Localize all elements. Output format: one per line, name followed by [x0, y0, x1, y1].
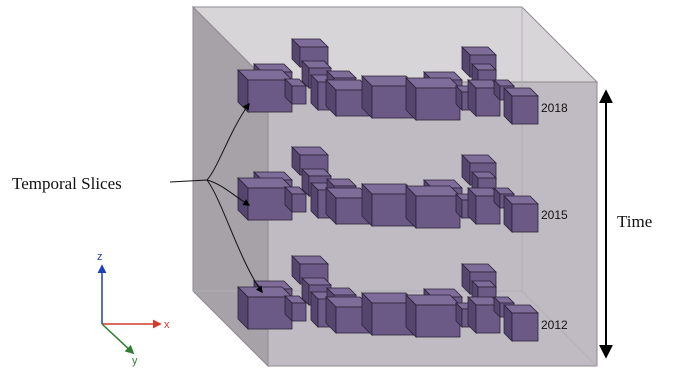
slice-block: [503, 304, 539, 342]
temporal-slice-2015: [237, 146, 539, 233]
slice-block: [237, 69, 293, 113]
z-axis-label: z: [97, 251, 103, 263]
slice-block: [284, 78, 307, 105]
pointer-arrow-2018: [169, 102, 250, 183]
temporal-slice-2012: [237, 255, 539, 342]
year-label-2015: 2015: [541, 208, 568, 222]
slice-block: [284, 186, 307, 213]
y-axis-arrow: [101, 323, 135, 355]
pointer-arrow-2012: [206, 179, 263, 294]
slice-pointer-arrows: [169, 102, 263, 294]
time-label: Time: [617, 212, 652, 231]
year-label-2018: 2018: [541, 101, 568, 115]
coordinate-axes: x z y: [97, 251, 170, 367]
temporal-slice-2018: [237, 38, 539, 125]
slice-block: [405, 294, 461, 338]
slice-block: [503, 87, 539, 125]
slice-block: [405, 77, 461, 121]
year-label-2012: 2012: [541, 318, 568, 332]
slice-block: [237, 177, 293, 221]
temporal-slices-label: Temporal Slices: [12, 174, 122, 193]
slice-block: [405, 185, 461, 229]
slice-block: [467, 296, 501, 334]
slice-block: [503, 195, 539, 233]
y-axis-label: y: [132, 355, 138, 367]
temporal-slices-group: [237, 38, 539, 342]
slice-block: [284, 295, 307, 322]
x-axis-label: x: [164, 319, 170, 331]
slice-block: [237, 286, 293, 330]
pointer-arrow-2015: [206, 179, 251, 206]
